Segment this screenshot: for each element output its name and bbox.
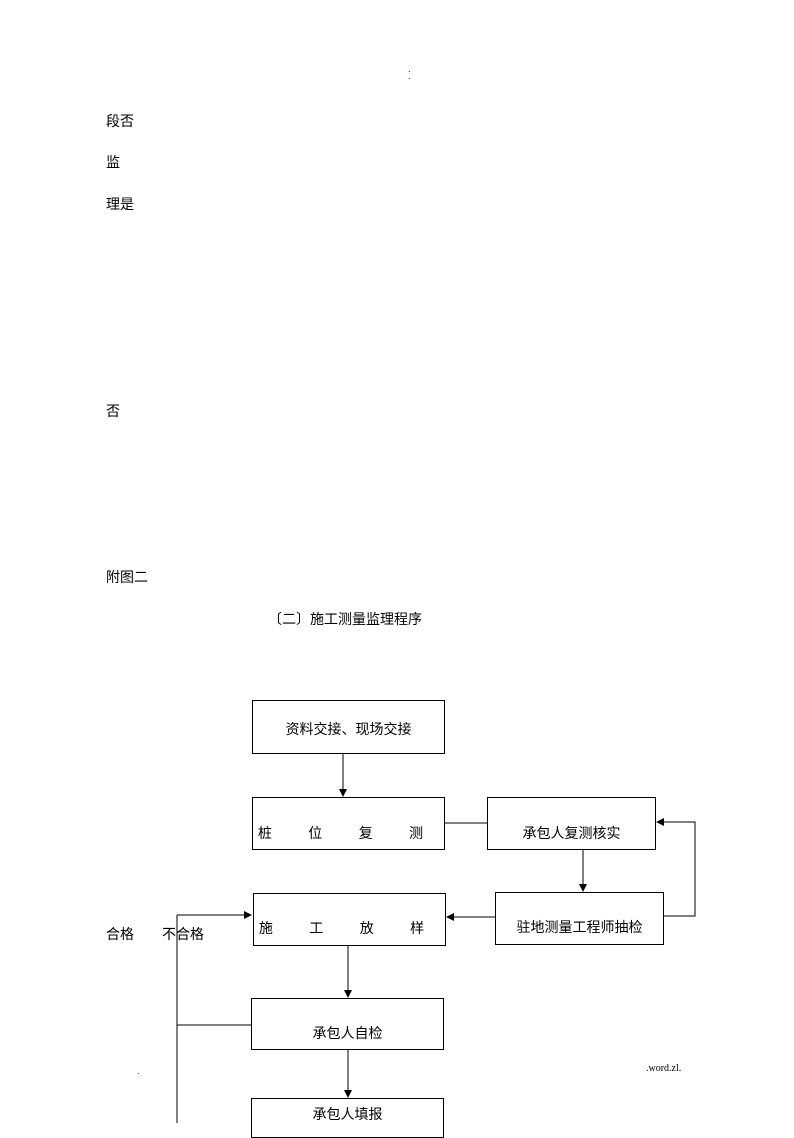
flow-box-stake-recheck-label: 桩 位 复 测 bbox=[257, 826, 440, 842]
flow-box-stake-recheck: 桩 位 复 测 bbox=[252, 797, 445, 850]
flow-box-contractor-report: 承包人填报 bbox=[251, 1098, 444, 1138]
arrow-b4-b3-loop bbox=[656, 818, 696, 917]
flow-box-engineer-spotcheck: 驻地测量工程师抽检 bbox=[495, 892, 664, 945]
header-mark: . bbox=[408, 65, 411, 74]
footer-left-mark: . bbox=[137, 1067, 140, 1076]
label-pass: 合格 bbox=[106, 927, 134, 943]
flow-box-setting-out-label: 施 工 放 样 bbox=[258, 921, 441, 937]
header-mark-2: . bbox=[408, 72, 411, 81]
footer-text: .word.zl. bbox=[646, 1063, 682, 1074]
label-fail: 不合格 bbox=[162, 927, 204, 943]
left-label-4: 否 bbox=[106, 404, 120, 420]
flow-box-setting-out: 施 工 放 样 bbox=[253, 893, 446, 946]
figure-label: 附图二 bbox=[106, 570, 148, 586]
flow-box-handover: 资料交接、现场交接 bbox=[252, 700, 445, 754]
left-label-3: 理是 bbox=[106, 197, 134, 213]
flow-box-contractor-verify: 承包人复测核实 bbox=[487, 797, 656, 850]
left-label-2: 监 bbox=[106, 155, 120, 171]
figure-title: 〔二〕施工测量监理程序 bbox=[268, 612, 422, 628]
left-label-1: 段否 bbox=[106, 114, 134, 130]
flow-box-self-inspection: 承包人自检 bbox=[251, 998, 444, 1050]
